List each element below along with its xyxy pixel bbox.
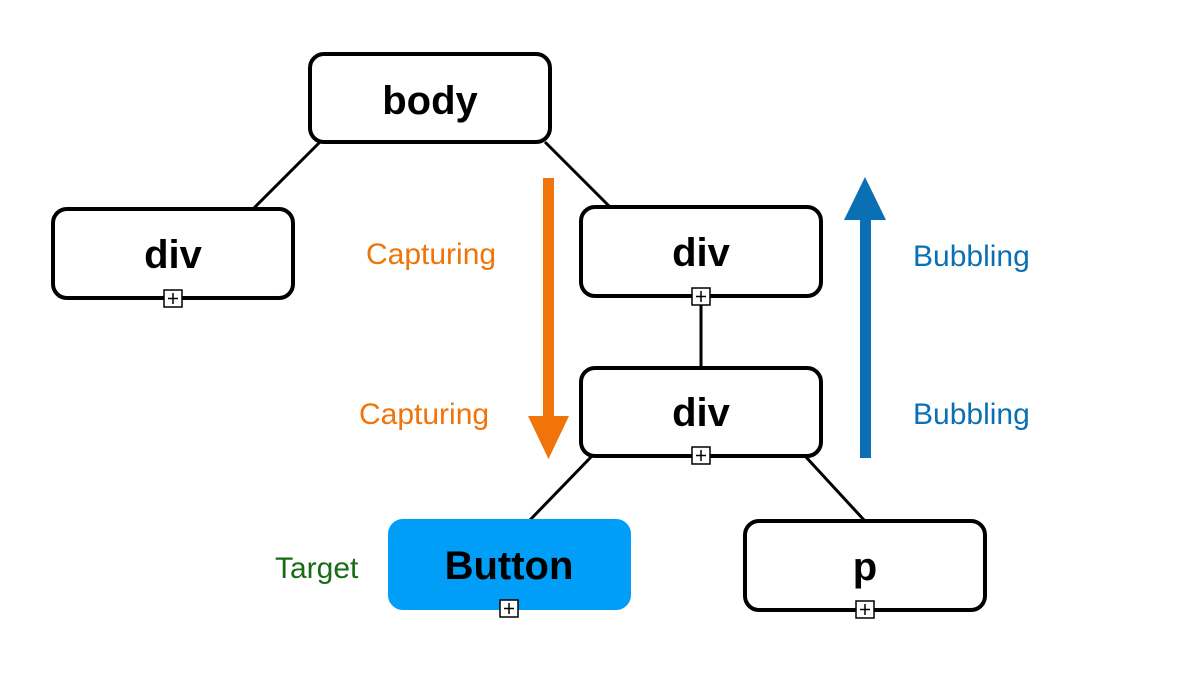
node-div-right-label: div xyxy=(672,231,731,275)
connectors xyxy=(251,140,866,522)
node-div-left-label: div xyxy=(144,233,203,277)
capturing-label-top: Capturing xyxy=(366,238,496,271)
bubbling-arrow-icon xyxy=(844,177,886,458)
node-button-label: Button xyxy=(445,544,574,588)
connector-div-middle-button xyxy=(528,454,594,522)
capturing-arrow-icon xyxy=(528,178,569,459)
capturing-label-bottom: Capturing xyxy=(359,398,489,431)
bubbling-label-top: Bubbling xyxy=(913,240,1030,273)
node-button: Button xyxy=(388,519,631,610)
plus-square-icon[interactable] xyxy=(499,599,519,618)
node-div-left: div xyxy=(51,207,295,300)
node-body-label: body xyxy=(382,79,478,123)
connector-div-middle-p xyxy=(803,454,866,522)
node-div-middle: div xyxy=(579,366,823,458)
connector-body-div-right xyxy=(543,140,612,209)
plus-square-icon[interactable] xyxy=(691,446,711,465)
target-label: Target xyxy=(275,552,359,585)
node-p: p xyxy=(743,519,987,612)
plus-square-icon[interactable] xyxy=(855,600,875,619)
connector-body-div-left xyxy=(251,140,322,211)
expand-icons xyxy=(163,287,875,619)
node-body: body xyxy=(308,52,552,144)
node-div-right: div xyxy=(579,205,823,298)
node-div-middle-label: div xyxy=(672,391,731,435)
node-p-label: p xyxy=(853,545,877,589)
plus-square-icon[interactable] xyxy=(691,287,711,306)
bubbling-label-bottom: Bubbling xyxy=(913,398,1030,431)
plus-square-icon[interactable] xyxy=(163,289,183,308)
